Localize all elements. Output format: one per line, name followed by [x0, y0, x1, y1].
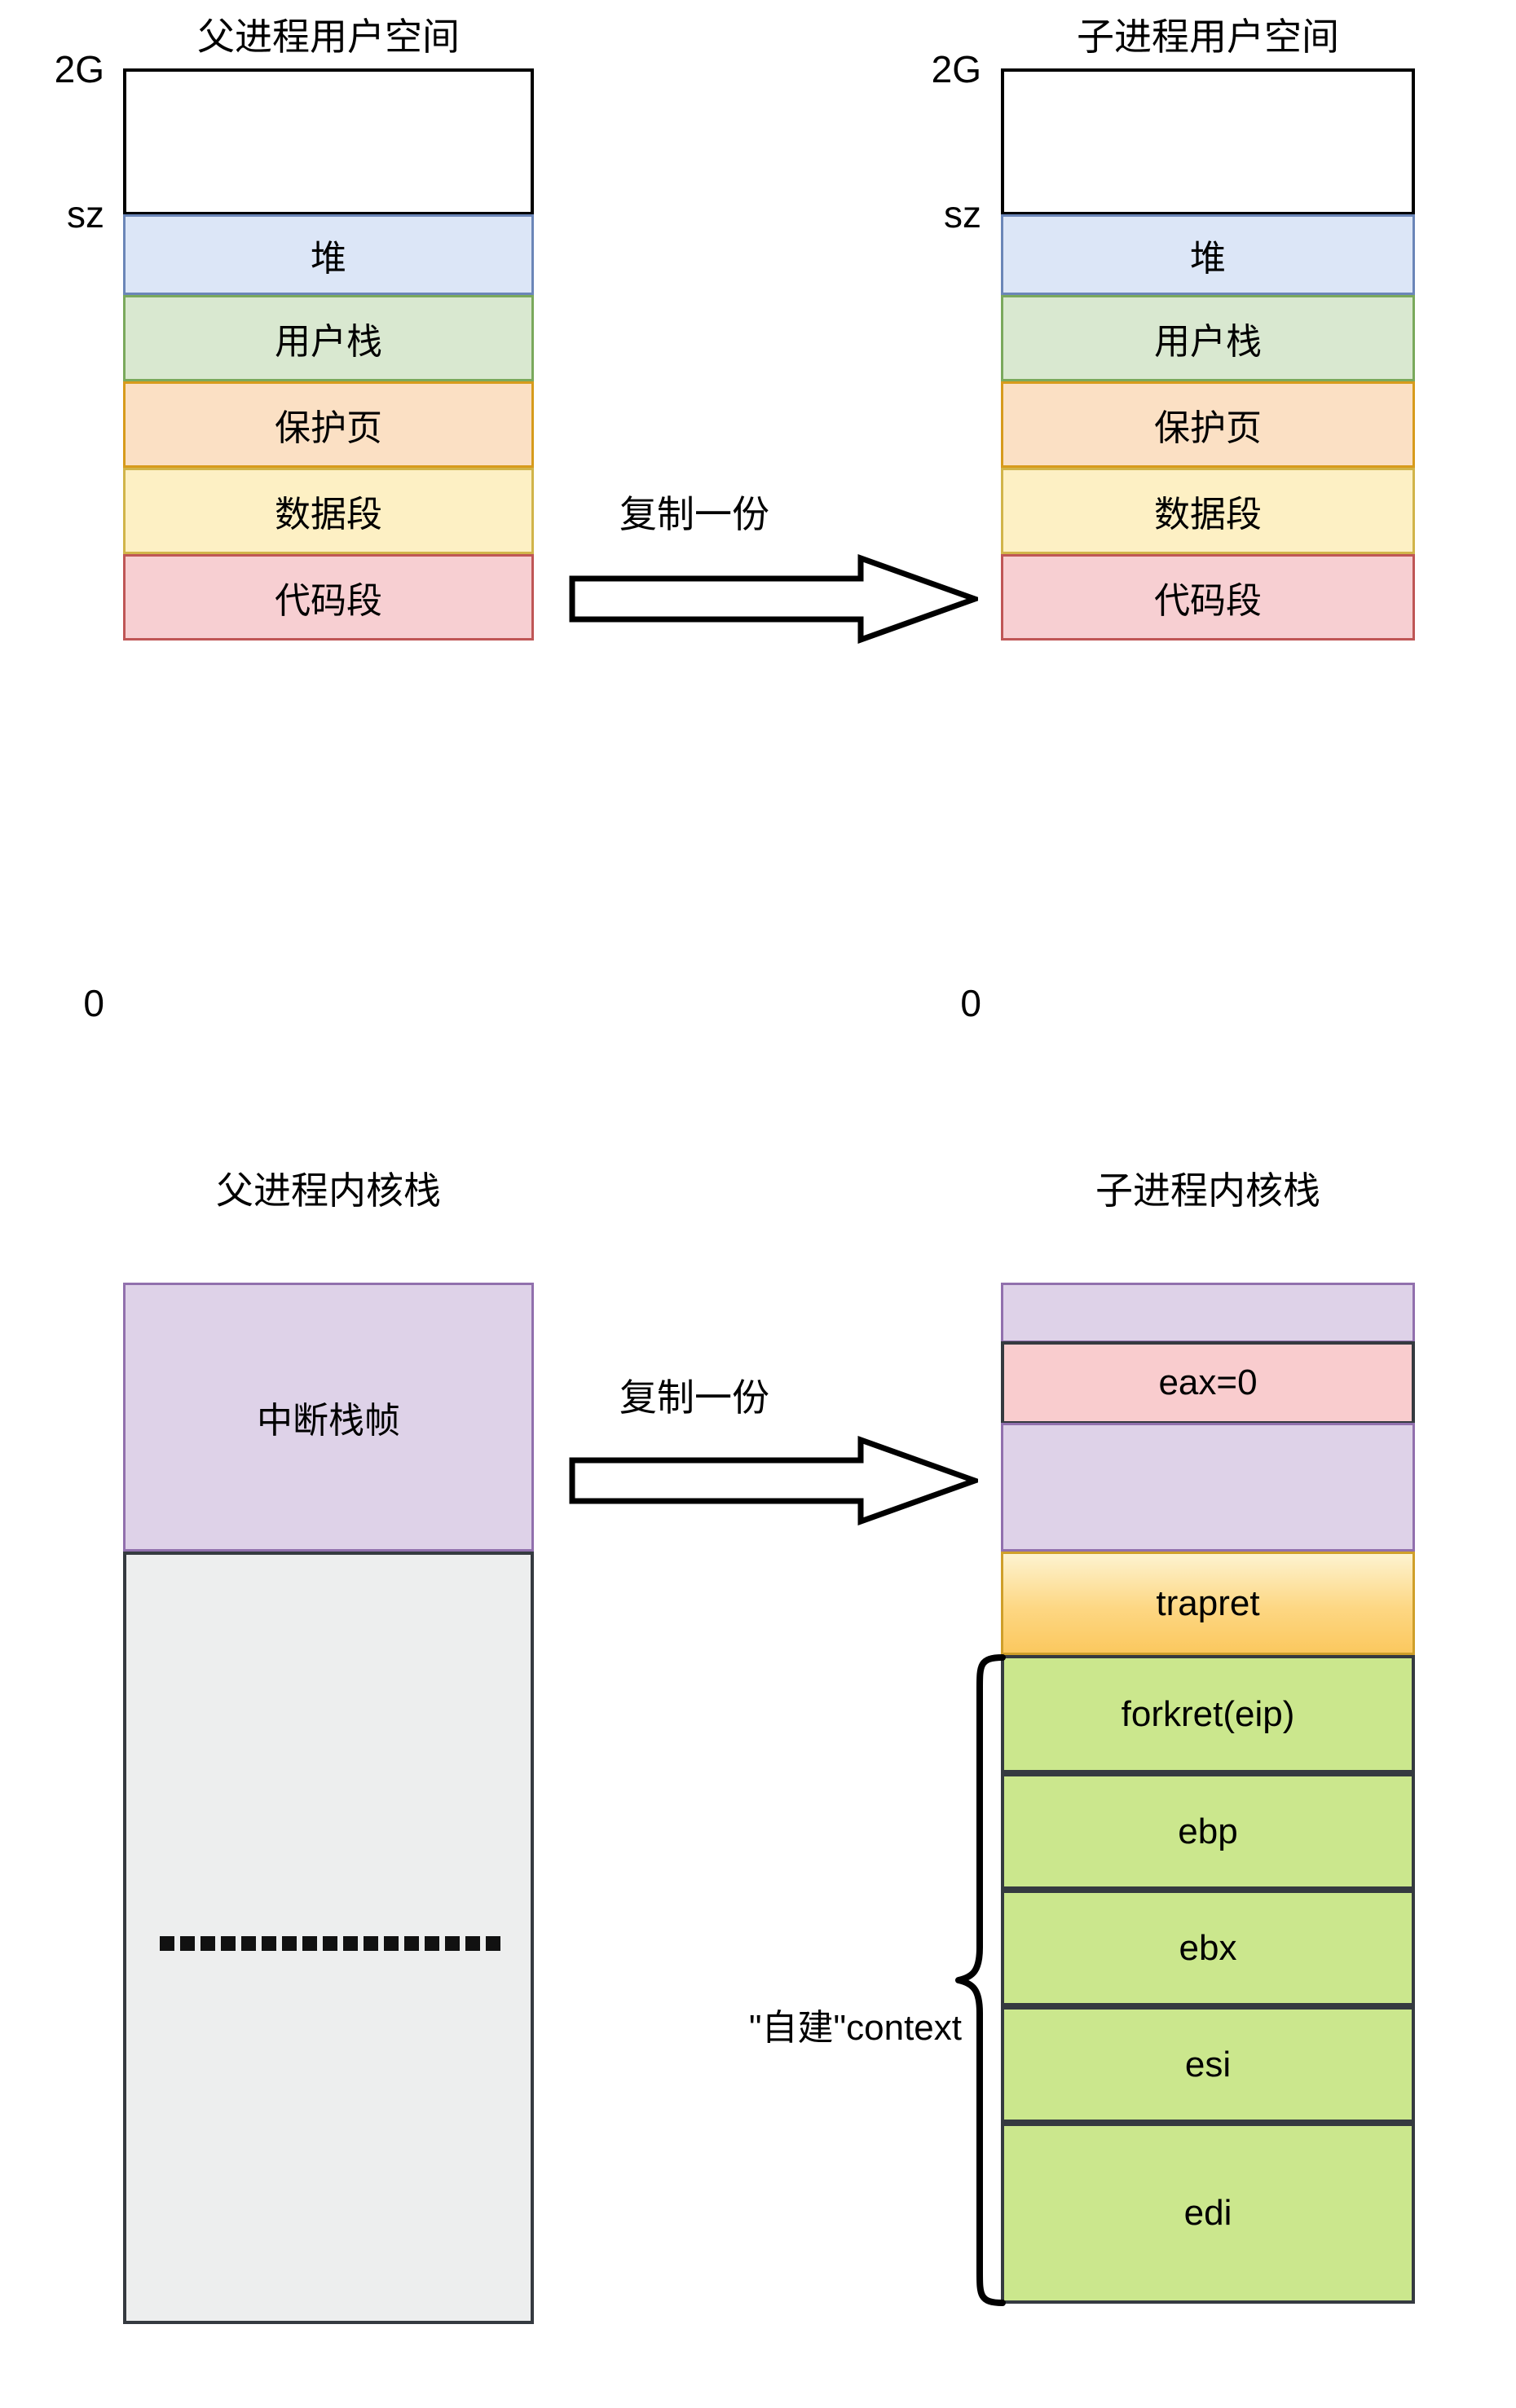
kstack-block-label: 中断栈帧 — [257, 1401, 400, 1441]
memory-block-label: 用户栈 — [275, 322, 382, 362]
axis-label-sz-left: sz — [67, 193, 104, 236]
memory-block-guard-page-parent: 保护页 — [123, 381, 534, 468]
memory-block-data-segment-parent: 数据段 — [123, 468, 534, 554]
kstack-block-forkret-child: forkret(eip) — [1001, 1655, 1415, 1773]
kstack-block-label: ebp — [1178, 1811, 1238, 1851]
kstack-block-label: ebx — [1179, 1927, 1237, 1968]
memory-block-code-segment-child: 代码段 — [1001, 554, 1415, 641]
memory-block-label: 保护页 — [275, 408, 382, 448]
title-parent-user-space: 父进程用户空间 — [197, 15, 460, 58]
title-child-user-space: 子进程用户空间 — [1077, 15, 1339, 58]
memory-block-label: 用户栈 — [1154, 322, 1262, 362]
kstack-block-label: edi — [1183, 2193, 1232, 2233]
memory-block-label: 代码段 — [275, 581, 382, 621]
memory-block-data-segment-child: 数据段 — [1001, 468, 1415, 554]
title-child-kernel-stack: 子进程内核栈 — [1095, 1169, 1320, 1212]
memory-block-heap-child: 堆 — [1001, 214, 1415, 295]
kstack-block-purple-bottom-child — [1001, 1423, 1415, 1552]
kstack-block-label: eax=0 — [1158, 1362, 1258, 1402]
memory-block-label: 堆 — [1190, 238, 1226, 279]
kstack-block-trapret-child: trapret — [1001, 1552, 1415, 1655]
memory-block-label: 数据段 — [1154, 495, 1262, 535]
arrow-label-copy-upper: 复制一份 — [619, 493, 769, 535]
memory-block-label: 堆 — [311, 238, 346, 279]
kstack-block-purple-top-child — [1001, 1283, 1415, 1343]
copy-arrow-upper-icon — [569, 554, 978, 644]
copy-arrow-lower-icon — [569, 1436, 978, 1525]
axis-label-sz-right: sz — [944, 193, 981, 236]
memory-block-empty-child — [1001, 68, 1415, 215]
kstack-block-esi-child: esi — [1001, 2006, 1415, 2123]
kstack-block-ebp-child: ebp — [1001, 1773, 1415, 1890]
memory-block-user-stack-parent: 用户栈 — [123, 295, 534, 381]
memory-block-empty-parent — [123, 68, 534, 215]
axis-label-2g-right: 2G — [931, 48, 981, 90]
memory-block-code-segment-parent: 代码段 — [123, 554, 534, 641]
kstack-block-eax-child: eax=0 — [1001, 1341, 1415, 1424]
kstack-block-label: forkret(eip) — [1121, 1693, 1295, 1734]
memory-block-label: 代码段 — [1154, 581, 1262, 621]
kstack-block-trapframe-parent: 中断栈帧 — [123, 1283, 534, 1552]
title-parent-kernel-stack: 父进程内核栈 — [216, 1169, 441, 1212]
context-brace-icon — [952, 1654, 1009, 2310]
kstack-block-edi-child: edi — [1001, 2123, 1415, 2304]
memory-block-user-stack-child: 用户栈 — [1001, 295, 1415, 381]
axis-label-0-left: 0 — [83, 982, 104, 1024]
axis-label-0-right: 0 — [960, 982, 981, 1024]
memory-block-label: 数据段 — [275, 495, 382, 535]
kstack-block-label: esi — [1184, 2044, 1232, 2084]
arrow-label-copy-lower: 复制一份 — [619, 1376, 769, 1419]
memory-block-guard-page-child: 保护页 — [1001, 381, 1415, 468]
axis-label-2g-left: 2G — [54, 48, 104, 90]
context-brace-label: "自建"context — [748, 2008, 962, 2048]
memory-block-heap-parent: 堆 — [123, 214, 534, 295]
memory-block-label: 保护页 — [1154, 408, 1262, 448]
kstack-block-label: trapret — [1156, 1583, 1260, 1623]
kstack-block-ebx-child: ebx — [1001, 1890, 1415, 2006]
ellipsis-dotted-line — [160, 1936, 502, 1951]
